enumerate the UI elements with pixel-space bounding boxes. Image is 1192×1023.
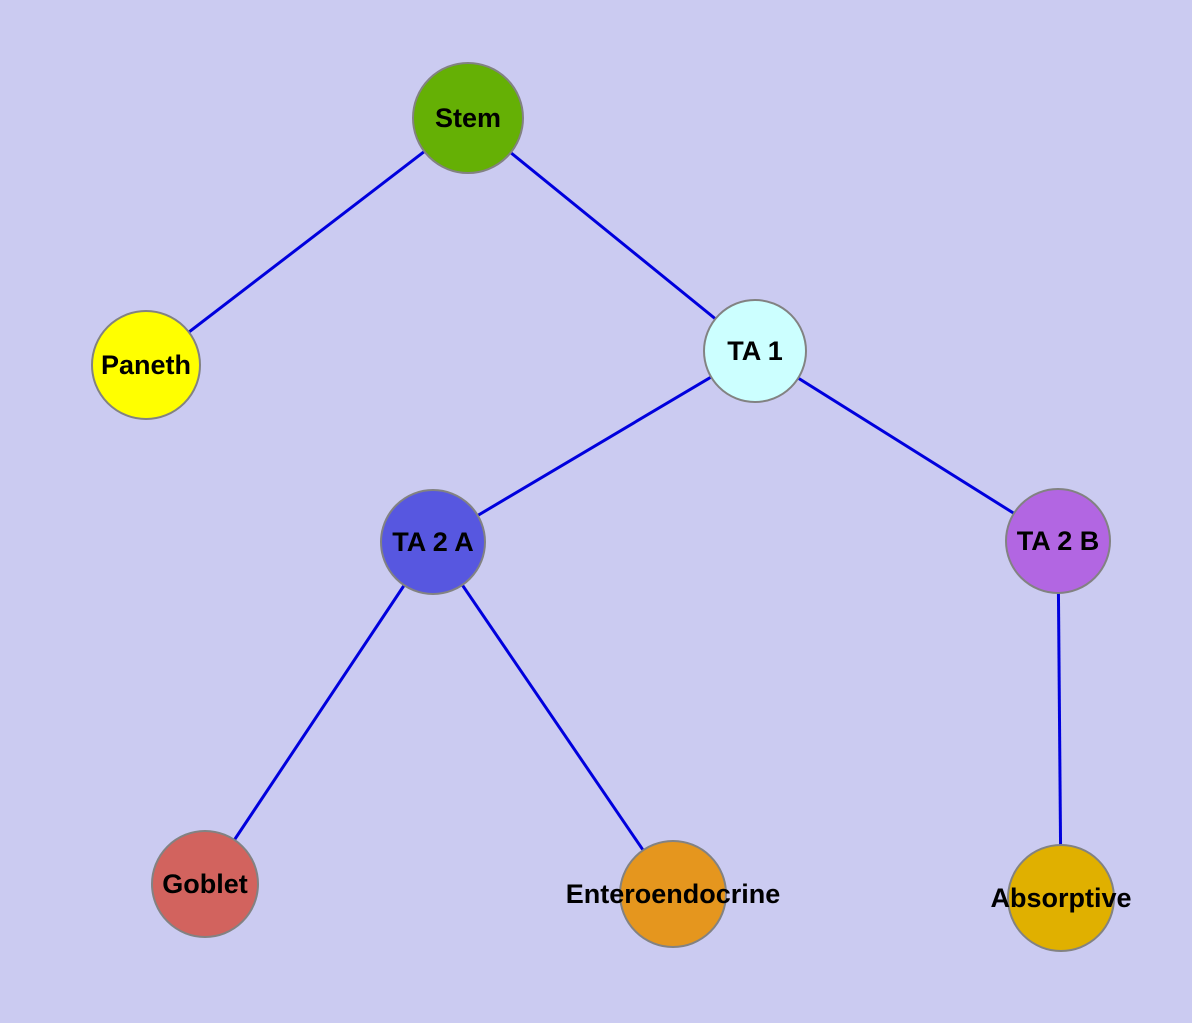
node-label-ta1: TA 1 [727, 336, 783, 366]
node-absorptive[interactable] [1007, 844, 1115, 952]
nodes-layer [91, 62, 1115, 952]
node-label-goblet: Goblet [162, 869, 248, 899]
node-ta2a[interactable] [380, 489, 486, 595]
node-goblet[interactable] [151, 830, 259, 938]
node-label-enteroendocrine: Enteroendocrine [566, 879, 781, 909]
edge-ta2a-enteroendocrine [431, 541, 675, 895]
node-label-absorptive: Absorptive [990, 883, 1131, 913]
node-enteroendocrine[interactable] [619, 840, 727, 948]
edge-ta2a-goblet [203, 541, 435, 885]
node-label-stem: Stem [435, 103, 501, 133]
edge-ta1-ta2a [432, 349, 756, 544]
edges-layer [145, 116, 1063, 899]
node-ta2b[interactable] [1005, 488, 1111, 594]
node-label-paneth: Paneth [101, 350, 191, 380]
edge-stem-ta1 [467, 116, 756, 353]
node-paneth[interactable] [91, 310, 201, 420]
edge-ta1-ta2b [754, 349, 1059, 543]
edge-ta2b-absorptive [1056, 540, 1063, 899]
edge-stem-paneth [145, 116, 469, 367]
node-label-ta2a: TA 2 A [392, 527, 474, 557]
node-ta1[interactable] [703, 299, 807, 403]
node-stem[interactable] [412, 62, 524, 174]
node-label-ta2b: TA 2 B [1017, 526, 1100, 556]
